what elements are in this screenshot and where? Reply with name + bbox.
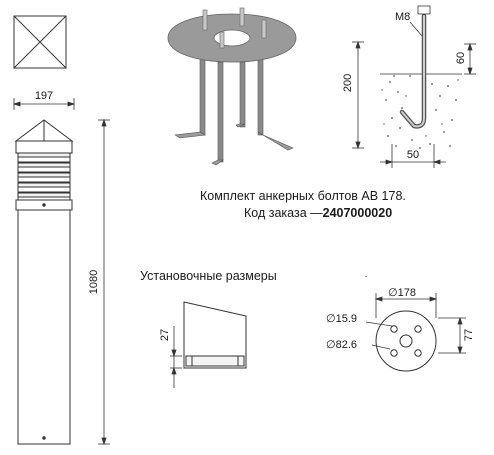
order-code: 2407000020 [322, 206, 393, 220]
lamp-width-label: 197 [35, 90, 53, 102]
bolt-circle-leader [371, 344, 391, 350]
lamp-height-dimension [98, 118, 110, 446]
hook-length-label: 50 [407, 149, 419, 161]
anchor-plate [167, 13, 297, 63]
base-plan [375, 310, 437, 372]
hole-diameter-leader [365, 321, 393, 327]
installation-profile [183, 301, 247, 369]
outer-diameter-dimension [374, 293, 438, 318]
hook-length-dimension [380, 144, 446, 168]
lamp-louvres [17, 152, 71, 200]
protrusion-label: 60 [455, 52, 467, 64]
lamp-width-dimension [12, 98, 76, 110]
anchor-bolt-section [380, 5, 462, 149]
protrusion-dimension [464, 42, 476, 76]
installation-height-dimension [170, 326, 182, 388]
offset-label: 77 [463, 329, 475, 341]
hole-diameter-label: ∅15.9 [326, 313, 357, 325]
installation-height-label: 27 [159, 329, 171, 341]
bolt-size-label: M8 [395, 11, 410, 23]
outer-diameter-label: ∅178 [388, 287, 416, 299]
anchor-kit-caption-line1: Комплект анкерных болтов AB 178. [200, 189, 406, 203]
installation-title: Установочные размеры [140, 269, 277, 283]
lamp-height-label: 1080 [88, 270, 100, 294]
anchor-kit-illustration [167, 7, 297, 166]
lamp-side-view [14, 119, 74, 445]
order-code-prefix: Код заказа — [244, 206, 323, 220]
anchor-rods [174, 54, 294, 166]
embed-depth-dimension [352, 40, 364, 150]
anchor-kit-caption-line2: Код заказа —2407000020 [244, 206, 392, 220]
concrete-fill [381, 75, 459, 149]
anchor-bolt-tops [202, 7, 267, 49]
embed-depth-label: 200 [342, 74, 354, 92]
lamp-top-view [13, 15, 67, 69]
bolt-circle-label: ∅82.6 [326, 339, 357, 351]
offset-dimension [438, 316, 466, 355]
